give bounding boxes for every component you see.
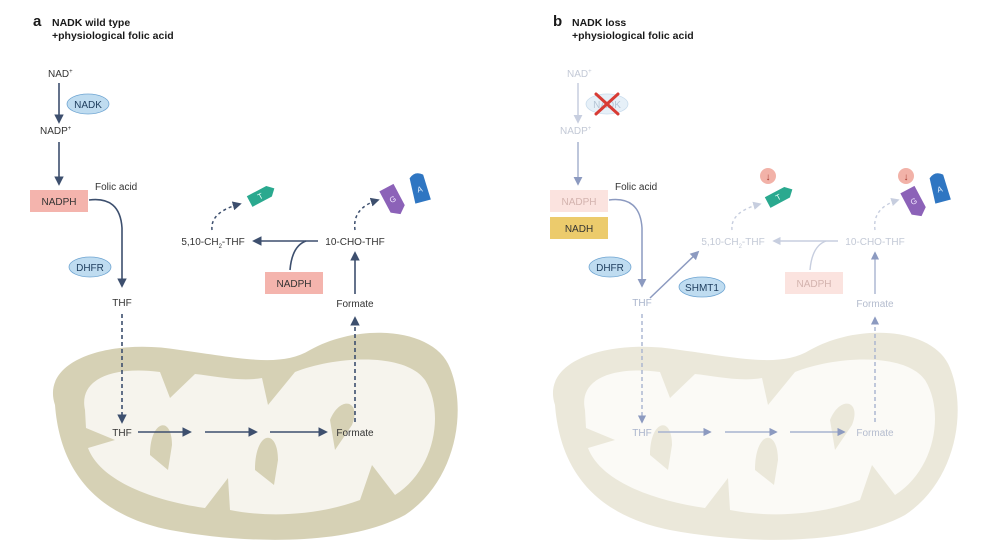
svg-text:T: T [256,191,265,201]
nadp-plus-label-faded: NADP+ [560,126,592,137]
panel-b-title-line2: +physiological folic acid [572,30,694,42]
mito-thf-label: THF [112,428,131,439]
nadph-reaction-label-b: NADPH [796,279,831,290]
svg-text:T: T [774,192,783,202]
mitochondrion-faded [552,332,958,540]
folic-to-thf-arrow-b [608,198,647,288]
panel-a-letter: a [33,13,42,30]
panel-a-diagram: NAD+ NADK NADP+ NADPH Folic acid DHFR TH… [30,69,458,540]
nadk-label: NADK [74,100,102,111]
nadph-box [30,190,88,212]
panel-a: a NADK wild type +physiological folic ac… [30,13,458,540]
nadph-cofactor-arc-b [809,240,827,271]
nadk-ellipse [66,93,110,115]
nadh-label: NADH [565,224,593,235]
down-arrow-badge-thymidine: ↓ [760,168,776,184]
shmt1-label: SHMT1 [685,283,719,294]
svg-text:G: G [388,194,398,205]
panel-a-title: NADK wild type +physiological folic acid [52,17,174,43]
formate-label: Formate [336,299,374,310]
nadph-label: NADPH [41,197,76,208]
thf-to-methylene-shmt1-arrow [649,250,700,299]
nadph-reaction-box-faded [785,272,843,294]
thf-label-b: THF [632,298,651,309]
thf-label: THF [112,298,131,309]
dhfr-label: DHFR [76,263,104,274]
nadph-reaction-box [265,272,323,294]
cross-icon [594,92,620,116]
nad-plus-label: NAD+ [48,69,73,80]
formyl-thf-label-b: 10-CHO-THF [845,237,904,248]
methylene-thf-label: 5,10-CH2-THF [181,237,244,250]
formyl-thf-label: 10-CHO-THF [325,237,384,248]
svg-text:↓: ↓ [766,172,771,183]
nadph-box-faded [550,190,608,212]
nadh-box [550,217,608,239]
svg-text:G: G [909,196,919,207]
formate-label-b: Formate [856,299,894,310]
nadph-cofactor-arc [289,240,307,271]
methylene-thf-label-b: 5,10-CH2-THF [701,237,764,250]
nadph-reaction-label: NADPH [276,279,311,290]
panel-b-diagram: NAD+ NADK NADP+ NADPH NADH Folic acid DH… [550,69,958,540]
dhfr-label-b: DHFR [596,263,624,274]
mito-formate-label: Formate [336,428,374,439]
formyl-to-purine-dashed-arrow [353,197,380,231]
panel-b: b NADK loss +physiological folic acid NA… [500,0,1000,550]
panel-b-title: NADK loss +physiological folic acid [572,17,694,43]
guanine-icon-b: G [900,185,926,217]
dhfr-ellipse-b [588,256,632,278]
panel-b-letter: b [553,13,563,30]
nad-plus-label-faded: NAD+ [567,69,592,80]
nadp-plus-label: NADP+ [40,126,72,137]
methylene-to-thymidine-dashed-arrow [211,201,242,231]
folic-acid-label: Folic acid [95,182,137,193]
dhfr-ellipse [68,256,112,278]
thymidine-icon-b: T [764,186,793,208]
down-arrow-badge-purine: ↓ [898,168,914,184]
mito-formate-label-b: Formate [856,428,894,439]
formyl-to-purine-dashed-arrow-b [874,197,900,231]
svg-text:A: A [936,184,944,194]
panel-a-title-line2: +physiological folic acid [52,30,174,42]
adenine-icon-b: A [929,173,951,204]
svg-text:↓: ↓ [904,172,909,183]
shmt1-ellipse [678,276,726,298]
panel-b-title-line1: NADK loss [572,17,627,29]
methylene-to-thymidine-dashed-arrow-b [731,201,762,231]
thymidine-icon: T [246,185,275,207]
nadph-label-faded: NADPH [561,197,596,208]
folic-to-thf-arrow [88,198,127,288]
mito-thf-label-b: THF [632,428,651,439]
guanine-icon: G [379,183,405,215]
folic-acid-label-b: Folic acid [615,182,657,193]
panel-a-title-line1: NADK wild type [52,17,131,29]
adenine-icon: A [409,173,431,204]
svg-text:A: A [416,184,424,194]
